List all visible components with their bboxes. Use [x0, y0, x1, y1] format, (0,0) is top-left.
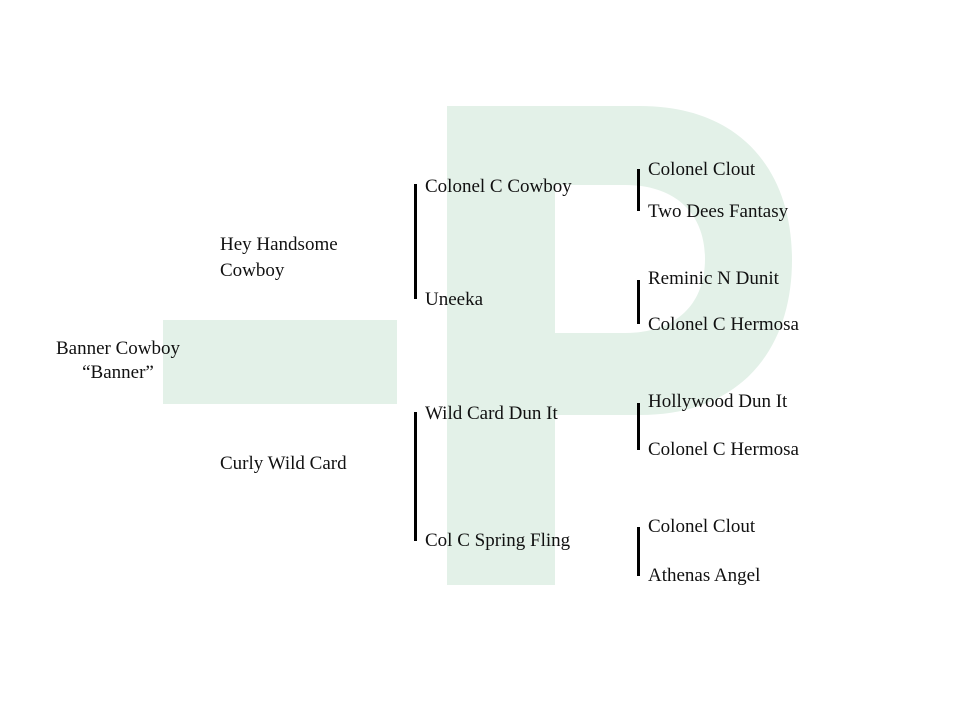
gen4-name: Two Dees Fantasy — [648, 201, 789, 222]
subject-nickname: “Banner” — [82, 362, 154, 383]
gen4-name: Athenas Angel — [648, 565, 761, 586]
gen3-name: Colonel C Cowboy — [425, 176, 572, 197]
gen4-name: Hollywood Dun It — [648, 391, 788, 412]
bracket-line — [414, 412, 417, 541]
subject-name: Banner Cowboy — [55, 338, 180, 359]
sire-name-line2: Cowboy — [220, 260, 285, 281]
gen3-name: Uneeka — [425, 289, 484, 310]
gen4-name: Colonel C Hermosa — [648, 439, 799, 460]
gen3-name: Col C Spring Fling — [425, 530, 571, 551]
sire: Hey Handsome Cowboy — [220, 233, 338, 283]
bracket-line — [637, 527, 640, 576]
bracket-line — [637, 169, 640, 211]
dam: Curly Wild Card — [220, 453, 347, 474]
subject-horse: Banner Cowboy “Banner” — [48, 337, 188, 385]
gen4-name: Colonel Clout — [648, 159, 756, 180]
bracket-line — [637, 280, 640, 324]
bracket-line — [637, 403, 640, 450]
gen3-name: Wild Card Dun It — [425, 403, 558, 424]
gen4-name: Reminic N Dunit — [648, 268, 779, 289]
bracket-line — [414, 184, 417, 299]
gen4-name: Colonel Clout — [648, 516, 756, 537]
sire-name-line1: Hey Handsome — [220, 234, 338, 255]
gen4-name: Colonel C Hermosa — [648, 314, 799, 335]
